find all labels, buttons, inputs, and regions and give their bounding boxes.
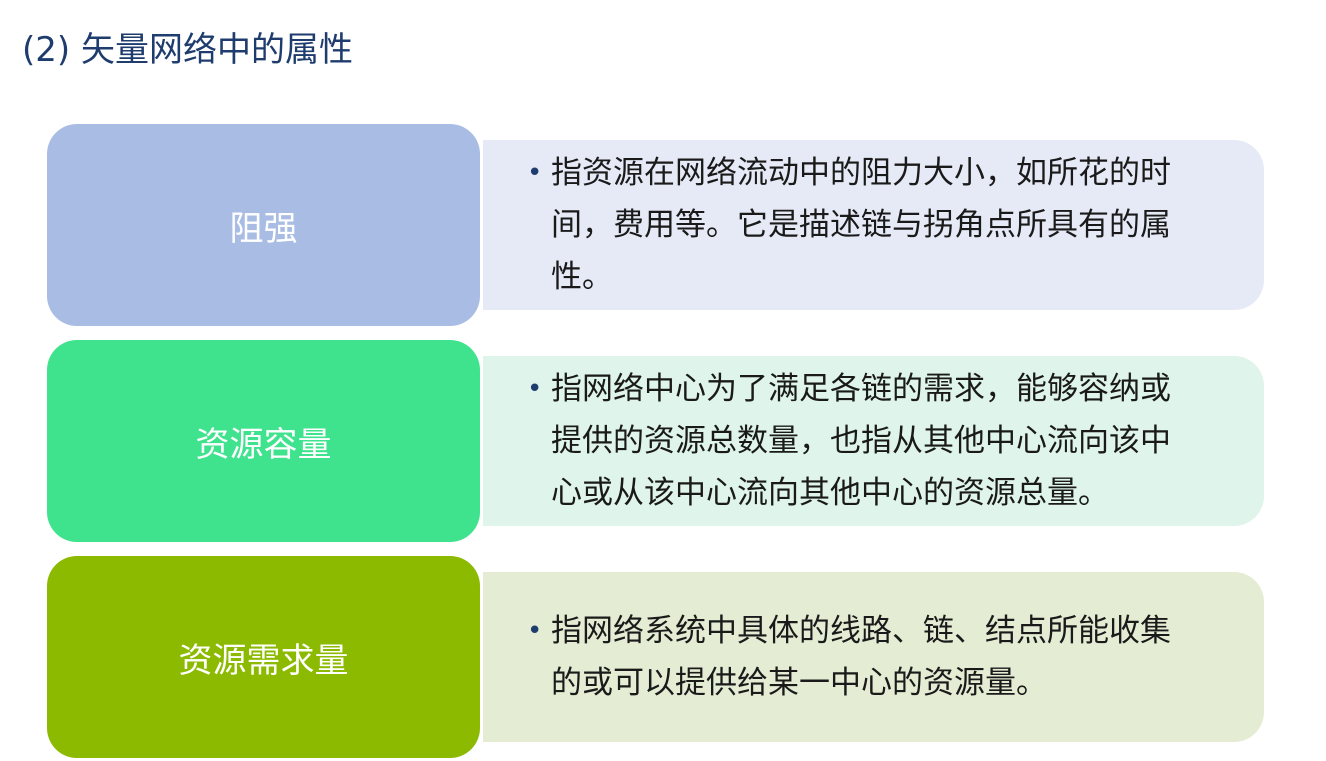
attribute-label-box: 资源容量 — [47, 340, 480, 542]
attribute-label-box: 阻强 — [47, 124, 480, 326]
attribute-description: 指网络中心为了满足各链的需求，能够容纳或提供的资源总数量，也指从其他中心流向该中… — [551, 371, 1171, 511]
bullet-icon: • — [527, 374, 543, 404]
attribute-label: 资源需求量 — [178, 640, 349, 681]
attribute-description-panel: • 指网络中心为了满足各链的需求，能够容纳或提供的资源总数量，也指从其他中心流向… — [483, 356, 1264, 526]
bullet-icon: • — [527, 158, 543, 188]
attribute-description-panel: • 指资源在网络流动中的阻力大小，如所花的时间，费用等。它是描述链与拐角点所具有… — [483, 140, 1264, 310]
description-item: • 指网络系统中具体的线路、链、结点所能收集的或可以提供给某一中心的资源量。 — [527, 605, 1177, 709]
attribute-description: 指资源在网络流动中的阻力大小，如所花的时间，费用等。它是描述链与拐角点所具有的属… — [551, 155, 1171, 295]
description-item: • 指资源在网络流动中的阻力大小，如所花的时间，费用等。它是描述链与拐角点所具有… — [527, 147, 1177, 303]
attribute-label: 资源容量 — [195, 424, 332, 465]
attribute-label-box: 资源需求量 — [47, 556, 480, 758]
attribute-description: 指网络系统中具体的线路、链、结点所能收集的或可以提供给某一中心的资源量。 — [551, 613, 1171, 701]
page-title: (2) 矢量网络中的属性 — [22, 30, 353, 70]
bullet-icon: • — [527, 616, 543, 646]
attribute-description-panel: • 指网络系统中具体的线路、链、结点所能收集的或可以提供给某一中心的资源量。 — [483, 572, 1264, 742]
attribute-label: 阻强 — [229, 208, 298, 249]
description-item: • 指网络中心为了满足各链的需求，能够容纳或提供的资源总数量，也指从其他中心流向… — [527, 363, 1177, 519]
